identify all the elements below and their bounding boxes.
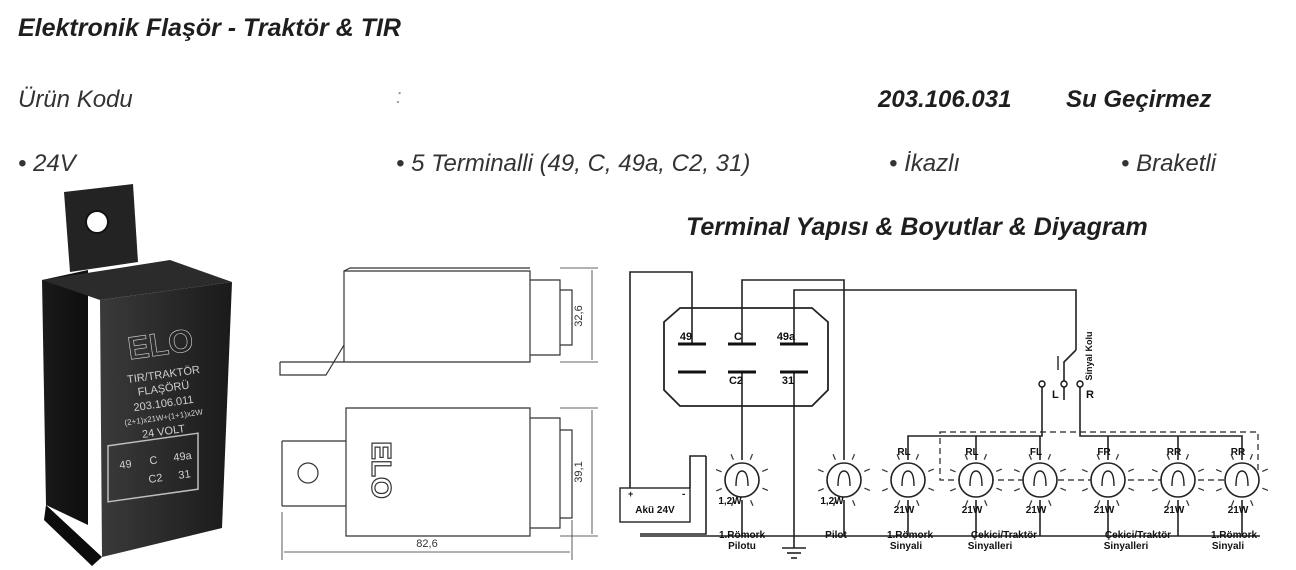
waterproof-badge: Su Geçirmez [1066,86,1212,113]
lamp-watt-1: 1,2W [718,496,742,507]
switch-pivot-icon [1060,380,1068,388]
lamp-watt-8: 21W [1228,505,1249,516]
caption-trailer-signal-left-2: Sinyali [890,541,922,552]
battery-minus-icon: - [682,489,685,500]
feature-bracket: • Braketli [1121,150,1217,177]
signal-switch-label: Sinyal Kolu [1084,331,1094,380]
product-terminal-31: 31 [178,468,192,482]
lamp-2: 1,2W [817,453,871,507]
lamp-code-4: RL [965,447,978,458]
feature-voltage: • 24V [18,150,76,177]
lamp-8: RR 21W [1215,447,1269,516]
product-code-separator: : [396,86,402,108]
dimension-drawing [279,267,598,560]
lamp-code-3: RL [897,447,910,458]
battery-plus-icon: + [628,489,633,499]
diagram-lamps: 1,2W 1,2W RL 21W RL 21W FL 21W FR 21W RR 21W RR 21W [715,447,1269,516]
switch-right-label: R [1086,389,1094,401]
lamp-7: RR 21W [1151,447,1205,516]
drawing-brand-logo: ELO [366,441,397,499]
lamp-1: 1,2W [715,453,769,507]
wiring-diagram [619,271,1260,559]
caption-trailer-signal-right-1: 1.Römork [1211,530,1258,541]
dimension-height-bottom: 39,1 [573,461,585,482]
diagram-terminal-c: C [734,331,742,343]
feature-terminals: • 5 Terminalli (49, C, 49a, C2, 31) [396,150,751,177]
lamp-code-6: FR [1097,447,1111,458]
caption-tractor-signals-right-2: Sinyalleri [1104,541,1149,552]
diagram-terminal-31: 31 [782,375,794,387]
caption-trailer-signal-left-1: 1.Römork [887,530,934,541]
caption-trailer-pilot-2: Pilotu [728,541,756,552]
switch-contact-right-icon [1076,380,1084,388]
diagram-terminal-contacts [678,342,808,374]
caption-tractor-signals-left-1: Çekici/Traktör [971,530,1037,541]
caption-pilot: Pilot [825,530,847,541]
page-title: Elektronik Flaşör - Traktör & TIR [18,14,401,42]
lamp-watt-3: 21W [894,505,915,516]
lamp-watt-7: 21W [1164,505,1185,516]
switch-left-label: L [1052,389,1059,401]
flasher-product-image [42,184,232,566]
feature-warning: • İkazlı [889,150,961,177]
lamp-code-5: FL [1030,447,1042,458]
lamp-watt-5: 21W [1026,505,1047,516]
lamp-code-8: RR [1231,447,1246,458]
diagram-terminal-49a: 49a [777,331,796,343]
product-terminal-c: C [149,455,159,468]
product-code-label: Ürün Kodu [18,86,133,113]
diagram-terminal-49: 49 [680,331,692,343]
lamp-watt-6: 21W [1094,505,1115,516]
product-code-value: 203.106.031 [878,86,1012,113]
lamp-watt-4: 21W [962,505,983,516]
product-line-5: 24 VOLT [141,423,186,441]
lamp-code-7: RR [1167,447,1182,458]
caption-tractor-signals-left-2: Sinyalleri [968,541,1013,552]
dimension-height-top: 32,6 [573,305,585,326]
caption-trailer-pilot-1: 1.Römork [719,530,766,541]
battery-label: Akü 24V [635,505,675,516]
lamp-5: FL 21W [1013,447,1067,516]
product-terminal-49a: 49a [173,450,194,465]
product-terminal-49: 49 [119,458,133,472]
switch-contact-left-icon [1038,380,1046,388]
product-terminal-c2: C2 [148,472,164,486]
dimension-length: 82,6 [416,538,437,550]
lamp-3: RL 21W [881,447,935,516]
lamp-6: FR 21W [1081,447,1135,516]
lamp-4: RL 21W [949,447,1003,516]
caption-trailer-signal-right-2: Sinyali [1212,541,1244,552]
diagram-section-title: Terminal Yapısı & Boyutlar & Diyagram [686,213,1148,241]
diagram-terminal-c2: C2 [729,375,743,387]
caption-tractor-signals-right-1: Çekici/Traktör [1105,530,1171,541]
lamp-watt-2: 1,2W [820,496,844,507]
